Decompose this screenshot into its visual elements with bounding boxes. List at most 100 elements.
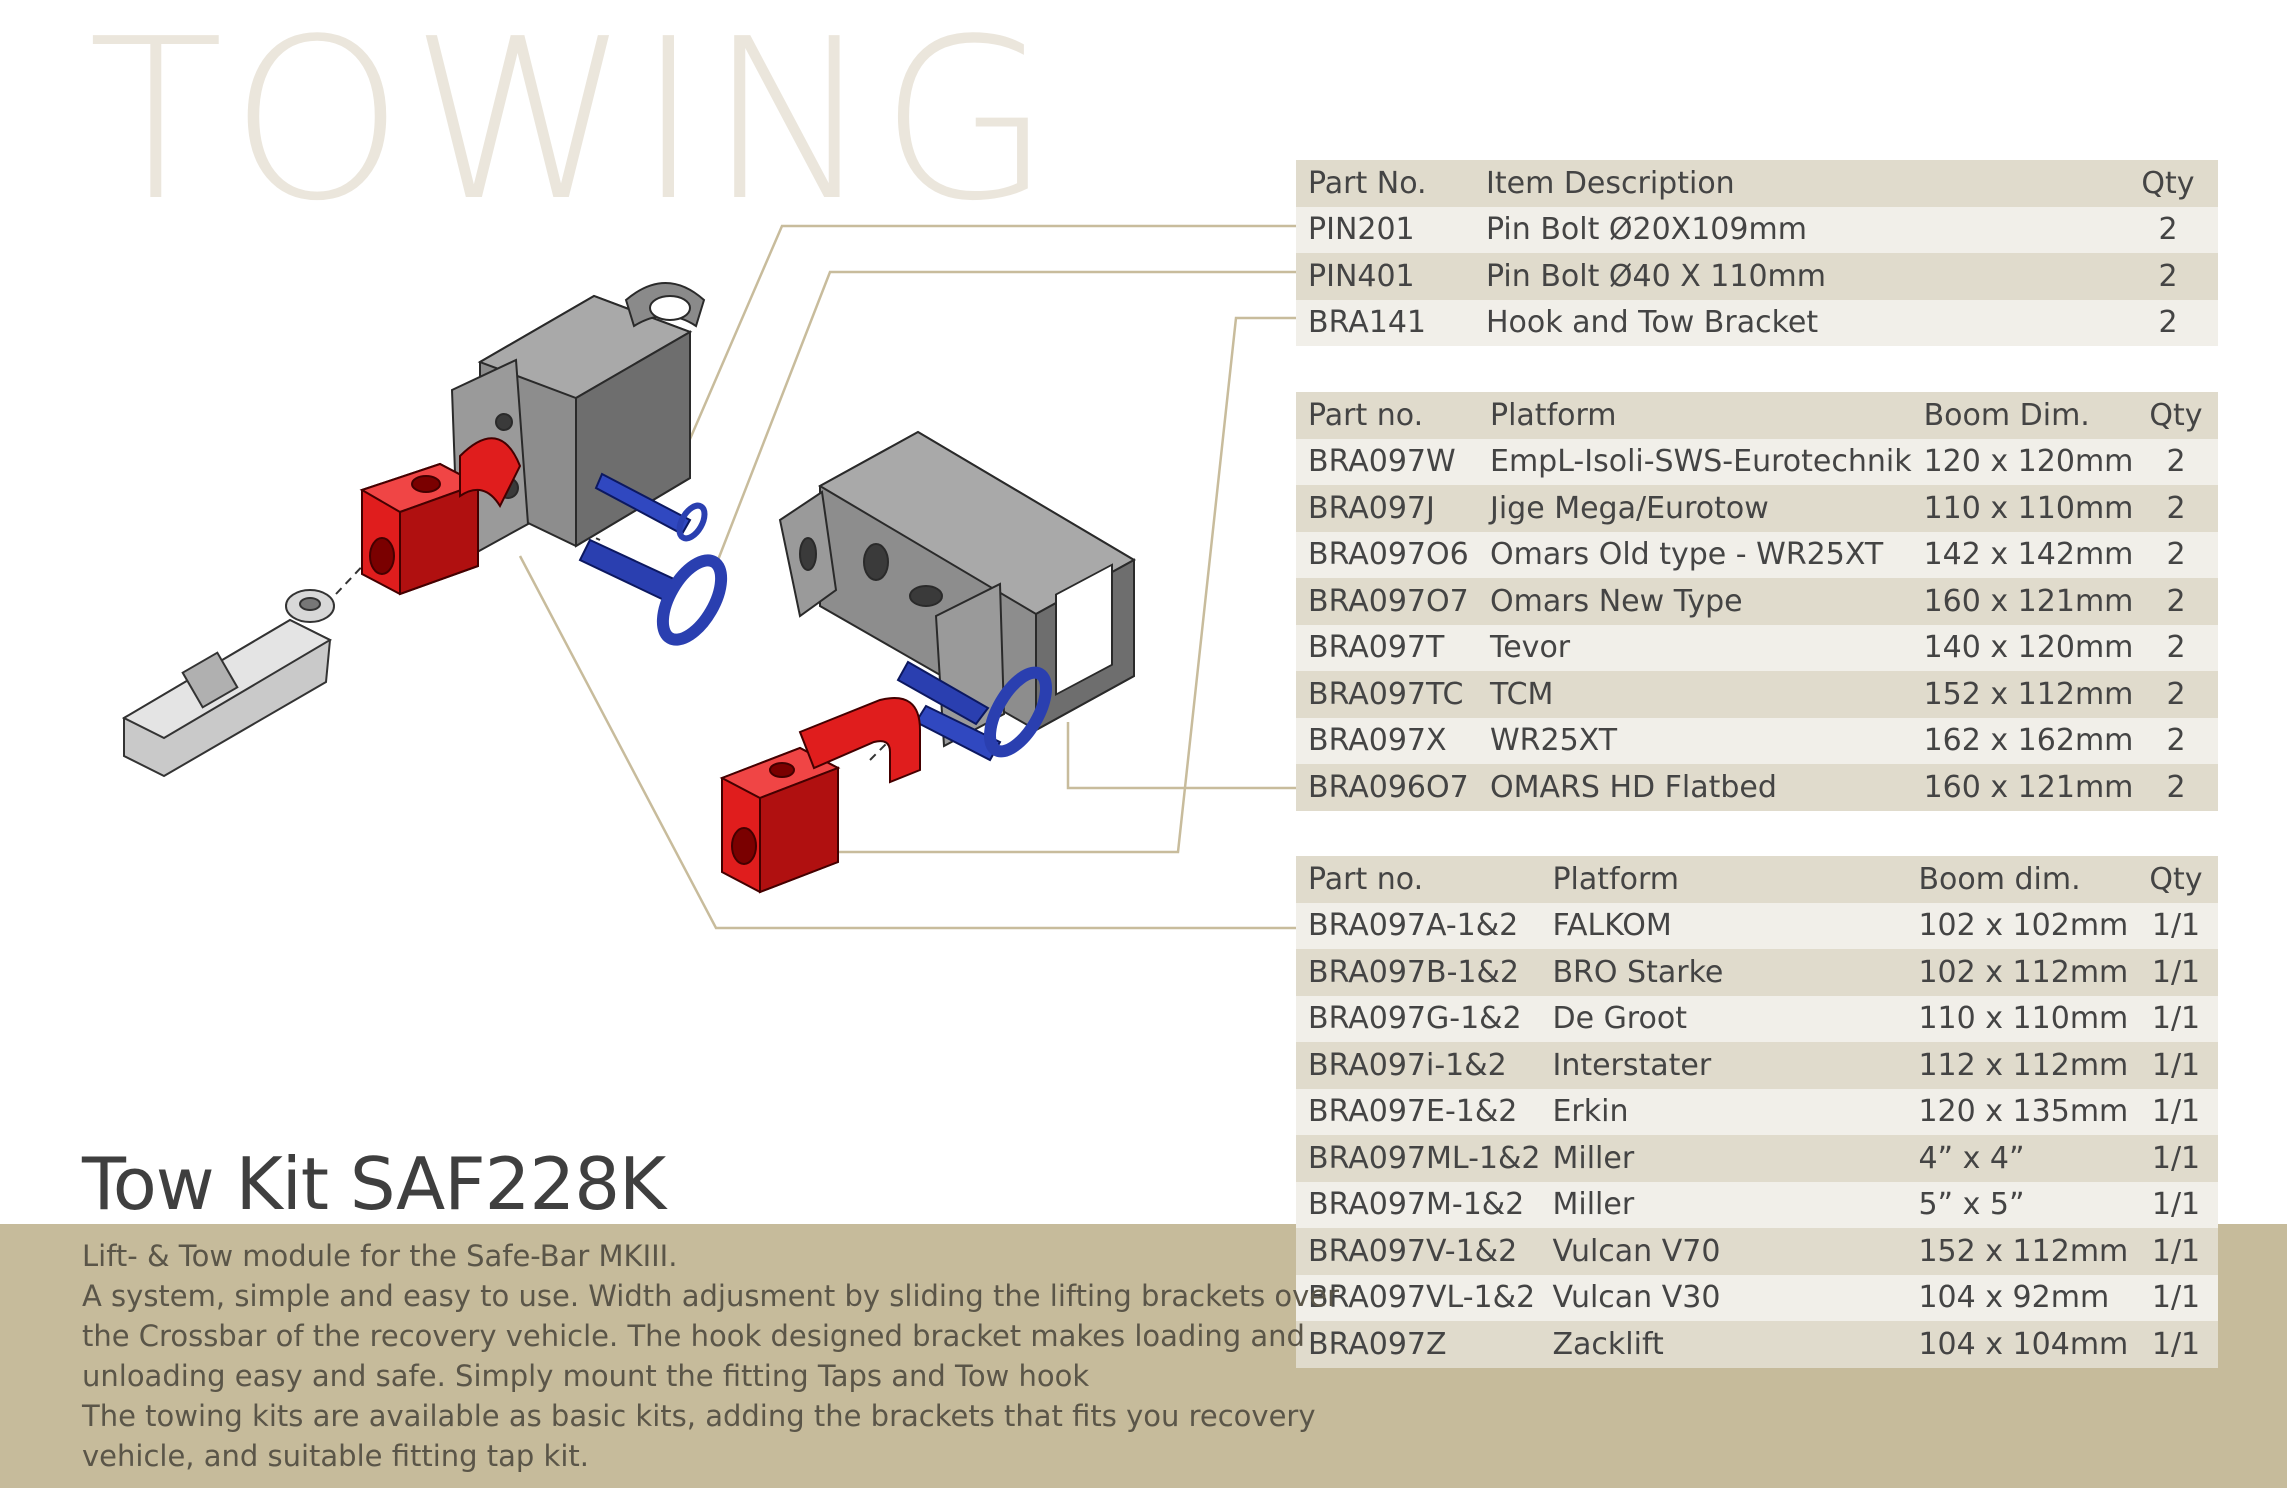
item-description: Hook and Tow Bracket — [1486, 305, 1819, 341]
platform: Interstater — [1552, 1047, 1712, 1083]
table-row: PIN201 Pin Bolt Ø20X109mm 2 — [1296, 206, 2218, 253]
boom-dim: 120 x 135mm — [1918, 1094, 2129, 1130]
platform: Miller — [1552, 1187, 1635, 1223]
platform: FALKOM — [1552, 908, 1672, 944]
boom-dim: 102 x 112mm — [1918, 954, 2129, 990]
boom-dim: 102 x 102mm — [1918, 908, 2129, 944]
column-header: Platform — [1552, 861, 1679, 897]
platform: BRO Starke — [1552, 954, 1724, 990]
quantity: 1/1 — [2151, 1047, 2201, 1083]
column-header: Qty — [2149, 861, 2203, 897]
item-description: Pin Bolt Ø20X109mm — [1486, 212, 1807, 248]
quantity: 2 — [2158, 305, 2178, 341]
quantity: 1/1 — [2151, 1280, 2201, 1316]
kit-description: Lift- & Tow module for the Safe-Bar MKII… — [82, 1236, 1340, 1476]
part-number: BRA097J — [1308, 490, 1435, 526]
column-header: Item Description — [1486, 165, 1735, 201]
leader-line-bra141 — [832, 316, 1296, 854]
part-number: BRA097W — [1308, 444, 1456, 480]
quantity: 2 — [2158, 258, 2178, 294]
description-line: the Crossbar of the recovery vehicle. Th… — [82, 1319, 1305, 1353]
column-header: Part no. — [1308, 397, 1424, 433]
table-row: BRA097TC TCM 152 x 112mm 2 — [1296, 671, 2218, 718]
part-number: BRA097O6 — [1308, 537, 1469, 573]
column-header: Part No. — [1308, 165, 1427, 201]
quantity: 1/1 — [2151, 1001, 2201, 1037]
boom-dim: 120 x 120mm — [1923, 444, 2134, 480]
platform: Vulcan V70 — [1552, 1233, 1721, 1269]
table-row: BRA097i-1&2 Interstater 112 x 112mm 1/1 — [1296, 1042, 2218, 1089]
leader-line-boom-bracket — [1066, 722, 1296, 790]
footer-band — [0, 1224, 2287, 1488]
quantity: 1/1 — [2151, 908, 2201, 944]
part-number: BRA097M-1&2 — [1308, 1187, 1525, 1223]
leader-lines — [518, 224, 1296, 930]
description-line: A system, simple and easy to use. Width … — [82, 1279, 1340, 1313]
table-header-row: Part no. Platform Boom Dim. Qty — [1296, 392, 2218, 439]
table-row: BRA097VL-1&2 Vulcan V30 104 x 92mm 1/1 — [1296, 1274, 2218, 1321]
platform: Miller — [1552, 1140, 1635, 1176]
part-number: BRA141 — [1308, 305, 1426, 341]
boom-dim: 104 x 104mm — [1918, 1326, 2129, 1362]
description-line: unloading easy and safe. Simply mount th… — [82, 1359, 1090, 1393]
boom-dim: 112 x 112mm — [1918, 1047, 2129, 1083]
boom-dim: 110 x 110mm — [1923, 490, 2134, 526]
platform: EmpL-Isoli-SWS-Eurotechnik — [1490, 444, 1912, 480]
boom-dim: 152 x 112mm — [1918, 1233, 2129, 1269]
part-number: BRA097i-1&2 — [1308, 1047, 1507, 1083]
quantity: 2 — [2166, 630, 2186, 666]
parts-table: Part No. Item Description Qty PIN201 Pin… — [1296, 160, 2218, 346]
part-number: BRA097B-1&2 — [1308, 954, 1519, 990]
quantity: 2 — [2166, 676, 2186, 712]
part-number: BRA097VL-1&2 — [1308, 1280, 1536, 1316]
part-number: BRA097G-1&2 — [1308, 1001, 1522, 1037]
platform: Vulcan V30 — [1552, 1280, 1721, 1316]
part-number: PIN201 — [1308, 212, 1415, 248]
platform: Zacklift — [1552, 1326, 1664, 1362]
boom-dim: 104 x 92mm — [1918, 1280, 2110, 1316]
page-title: TOWING — [88, 0, 1058, 250]
part-number: BRA097O7 — [1308, 583, 1469, 619]
leader-line-tap-bracket — [518, 555, 1296, 930]
item-description: Pin Bolt Ø40 X 110mm — [1486, 258, 1827, 294]
part-number: BRA097T — [1308, 630, 1445, 666]
platform: TCM — [1490, 676, 1554, 712]
quantity: 2 — [2166, 490, 2186, 526]
platform: De Groot — [1552, 1001, 1687, 1037]
column-header: Qty — [2149, 397, 2203, 433]
table-row: BRA097J Jige Mega/Eurotow 110 x 110mm 2 — [1296, 485, 2218, 532]
quantity: 1/1 — [2151, 1094, 2201, 1130]
boom-dim: 4” x 4” — [1918, 1140, 2025, 1176]
boom-dim: 162 x 162mm — [1923, 723, 2134, 759]
part-number: BRA097V-1&2 — [1308, 1233, 1518, 1269]
part-number: BRA097TC — [1308, 676, 1464, 712]
table-row: BRA097A-1&2 FALKOM 102 x 102mm 1/1 — [1296, 902, 2218, 949]
quantity: 1/1 — [2151, 1140, 2201, 1176]
quantity: 2 — [2166, 444, 2186, 480]
column-header: Boom Dim. — [1923, 397, 2090, 433]
description-line: Lift- & Tow module for the Safe-Bar MKII… — [82, 1239, 678, 1273]
quantity: 1/1 — [2151, 1187, 2201, 1223]
table-header-row: Part No. Item Description Qty — [1296, 160, 2218, 207]
part-number: BRA097X — [1308, 723, 1447, 759]
blue-pins-left — [578, 472, 728, 646]
table-row: PIN401 Pin Bolt Ø40 X 110mm 2 — [1296, 253, 2218, 300]
red-tow-hook — [719, 697, 921, 894]
platform: OMARS HD Flatbed — [1490, 769, 1777, 805]
boom-dim: 152 x 112mm — [1923, 676, 2134, 712]
quantity: 2 — [2166, 583, 2186, 619]
boom-dim: 160 x 121mm — [1923, 583, 2134, 619]
table-row: BRA141 Hook and Tow Bracket 2 — [1296, 299, 2218, 346]
part-number: BRA096O7 — [1308, 769, 1469, 805]
boom-dim: 5” x 5” — [1918, 1187, 2025, 1223]
platform-table-b: Part no. Platform Boom dim. Qty BRA097A-… — [1296, 856, 2218, 1368]
part-number: BRA097A-1&2 — [1308, 908, 1519, 944]
platform: Jige Mega/Eurotow — [1490, 490, 1769, 526]
